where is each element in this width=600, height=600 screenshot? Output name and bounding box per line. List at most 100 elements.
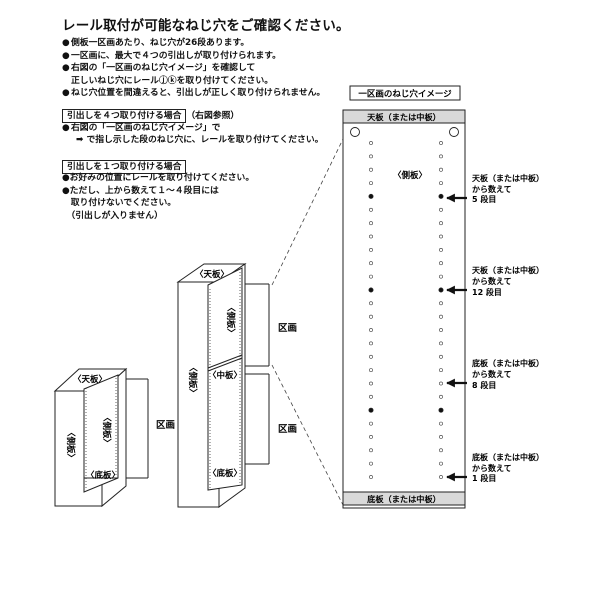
screw-hole xyxy=(439,207,443,212)
screw-hole xyxy=(369,301,373,306)
hole-image-heading: 一区画のねじ穴イメージ xyxy=(358,89,452,100)
screw-hole xyxy=(369,154,373,159)
screw-hole xyxy=(369,221,373,226)
tall-cabinet-diagram xyxy=(176,263,270,508)
screw-hole xyxy=(369,141,373,145)
screw-hole xyxy=(369,314,373,319)
screw-hole xyxy=(369,328,373,332)
screw-hole xyxy=(369,207,373,212)
bullet-check-image: ●右図の「一区画のねじ穴イメージ」を確認して xyxy=(62,63,256,74)
dowel-hole-left xyxy=(350,127,360,137)
small-side-outer-label: 〈側板〉 xyxy=(65,428,76,462)
hole-image-panel xyxy=(342,109,466,509)
hole-image-top-label: 天板（または中板） xyxy=(367,112,441,122)
one-drawer-lines: ●お好みの位置にレールを取り付けてください。 ●ただし、上から数えて１～４段目に… xyxy=(62,172,254,222)
callout-line: 天板（または中板） xyxy=(472,265,544,275)
screw-hole xyxy=(439,368,443,373)
callout-line: 5 段目 xyxy=(472,194,496,204)
bullet-warning: ●ねじ穴位置を間違えると、引出しが正しく取り付けられません。 xyxy=(62,88,326,99)
callout-line: 8 段目 xyxy=(472,380,496,390)
arrow-icon: ➡ xyxy=(76,135,84,145)
small-top-label: 〈天板〉 xyxy=(73,374,107,385)
intro-bullets: ●側板一区画あたり、ねじ穴が26段あります。 ●一区画に、最大で４つの引出しが取… xyxy=(62,37,325,100)
screw-hole-marked xyxy=(438,193,444,199)
screw-hole xyxy=(369,461,373,466)
screw-hole xyxy=(439,394,443,399)
screw-hole xyxy=(439,274,443,279)
screw-hole-marked xyxy=(438,407,444,413)
tall-section-upper-label: 区画 xyxy=(278,323,297,334)
screw-hole-marked xyxy=(368,287,374,293)
bullet-max-drawers: ●一区画に、最大で４つの引出しが取り付けられます。 xyxy=(62,50,281,61)
connector-line-top xyxy=(271,138,344,286)
tall-section-lower-label: 区画 xyxy=(278,424,297,435)
connector-line-bottom xyxy=(271,364,344,506)
tall-side-outer-label: 〈側板〉 xyxy=(187,363,198,397)
hole-image-side-label: 〈側板〉 xyxy=(393,170,427,181)
callout-line: 天板（または中板） xyxy=(472,173,544,183)
screw-hole xyxy=(439,354,443,359)
one-drawer-label: 引出しを１つ取り付ける場合 xyxy=(62,160,187,174)
tall-side-inner-label: 〈側板〉 xyxy=(225,303,236,337)
four-drawers-note: （右図参照） xyxy=(186,111,240,121)
screw-hole xyxy=(439,247,443,252)
callout-line: 底板（または中板） xyxy=(471,452,544,462)
screw-hole xyxy=(439,167,443,172)
screw-hole xyxy=(369,394,373,399)
screw-hole xyxy=(439,141,443,145)
tall-top-label: 〈天板〉 xyxy=(195,269,229,280)
screw-hole xyxy=(439,234,443,239)
screw-hole xyxy=(439,461,443,466)
screw-hole xyxy=(369,448,373,453)
screw-hole xyxy=(369,434,373,439)
one-drawer-line: ●ただし、上から数えて１～４段目には xyxy=(62,185,219,196)
callout-line: から数えて xyxy=(472,463,512,473)
one-drawer-line: ●お好みの位置にレールを取り付けてください。 xyxy=(62,173,255,183)
screw-hole xyxy=(369,274,373,279)
tall-middle-label: 〈中板〉 xyxy=(208,370,242,381)
callout-line: 12 段目 xyxy=(472,287,502,297)
screw-hole xyxy=(439,475,443,479)
screw-hole xyxy=(369,167,373,172)
dowel-hole-right xyxy=(449,127,459,137)
screw-hole xyxy=(439,261,443,266)
screw-hole xyxy=(439,301,443,306)
screw-hole xyxy=(369,234,373,239)
four-drawers-line2: ➡ で指し示した段のねじ穴に、レールを取り付けてください。 xyxy=(76,135,324,145)
screw-hole xyxy=(439,314,443,319)
screw-hole-marked xyxy=(438,287,444,293)
callout-level-5: 天板（または中板） から数えて 5 段目 xyxy=(446,173,544,204)
callout-line: 底板（または中板） xyxy=(471,358,544,368)
screw-hole xyxy=(439,381,443,386)
four-drawers-label: 引出しを４つ取り付ける場合 xyxy=(62,109,187,123)
screw-hole xyxy=(369,354,373,359)
screw-holes xyxy=(368,141,444,479)
four-drawers-line1: ●右図の「一区画のねじ穴イメージ」で xyxy=(62,123,221,133)
screw-hole xyxy=(369,421,373,426)
callout-line: から数えて xyxy=(472,369,512,379)
screw-hole xyxy=(439,181,443,186)
screw-hole xyxy=(439,448,443,453)
callout-line: から数えて xyxy=(472,184,512,194)
screw-hole-marked xyxy=(368,407,374,413)
screw-hole xyxy=(369,261,373,266)
one-drawer-line: 取り付けないでください。 xyxy=(62,198,177,209)
screw-hole xyxy=(439,221,443,226)
tall-bottom-label: 〈底板〉 xyxy=(208,468,242,479)
bullet-hole-count: ●側板一区画あたり、ねじ穴が26段あります。 xyxy=(62,38,250,48)
callout-line: 1 段目 xyxy=(472,473,496,483)
screw-hole xyxy=(439,434,443,439)
screw-hole xyxy=(369,381,373,386)
callout-level-8-from-bottom: 底板（または中板） から数えて 8 段目 xyxy=(446,358,544,390)
screw-hole xyxy=(369,247,373,252)
section-one-drawer: 引出しを１つ取り付ける場合 xyxy=(62,154,187,174)
callout-level-1-from-bottom: 底板（または中板） から数えて 1 段目 xyxy=(446,452,544,483)
small-bottom-label: 〈底板〉 xyxy=(86,470,120,481)
page-title: レール取付が可能なねじ穴をご確認ください。 xyxy=(62,18,350,34)
screw-hole xyxy=(369,368,373,373)
screw-hole xyxy=(439,328,443,332)
callout-level-12: 天板（または中板） から数えて 12 段目 xyxy=(446,265,544,297)
screw-hole xyxy=(439,341,443,346)
small-side-inner-label: 〈側板〉 xyxy=(101,413,112,447)
screw-hole xyxy=(439,154,443,159)
